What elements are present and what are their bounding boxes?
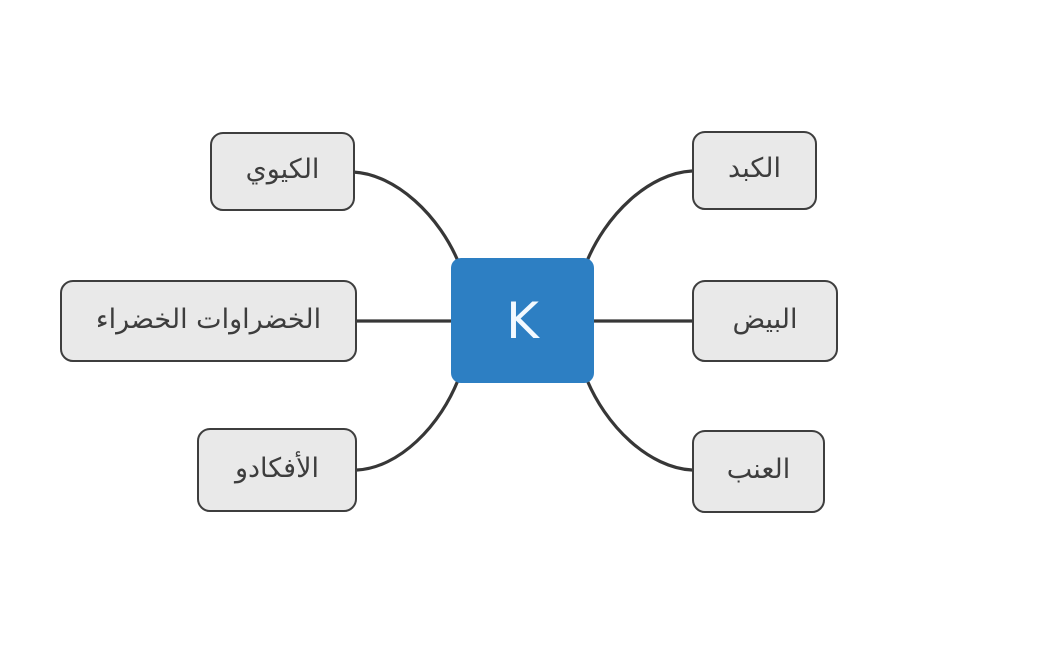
node-grapes-label: العنب — [726, 454, 791, 485]
connector-kiwi — [351, 170, 462, 268]
connector-liver — [583, 169, 694, 268]
node-green-vegetables[interactable]: الخضراوات الخضراء — [60, 280, 357, 362]
node-liver[interactable]: الكبد — [692, 131, 817, 210]
node-green-vegetables-label: الخضراوات الخضراء — [95, 303, 322, 335]
node-liver-label: الكبد — [728, 153, 781, 184]
node-kiwi[interactable]: الكيوي — [210, 132, 355, 211]
node-grapes[interactable]: العنب — [692, 430, 825, 513]
node-kiwi-label: الكيوي — [245, 154, 320, 185]
node-eggs-label: البيض — [732, 303, 798, 335]
connector-grapes — [583, 373, 694, 472]
node-vitamin-k-center[interactable]: K — [451, 258, 594, 383]
node-vitamin-k-center-label: K — [506, 291, 539, 350]
node-avocado[interactable]: الأفكادو — [197, 428, 357, 512]
connector-avocado — [355, 373, 462, 472]
node-eggs[interactable]: البيض — [692, 280, 838, 362]
node-avocado-label: الأفكادو — [234, 452, 319, 484]
